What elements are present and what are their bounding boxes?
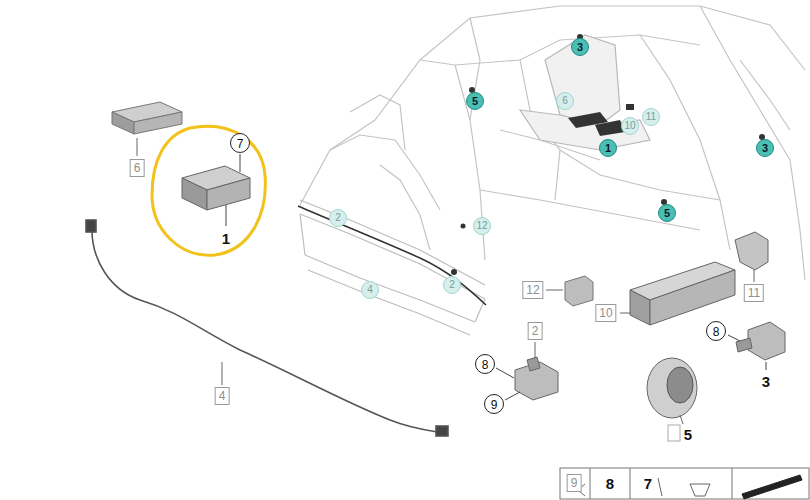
callout-number: 8 [475, 354, 495, 374]
callout-number: 12 [522, 281, 543, 299]
pressure-sensor [728, 322, 785, 370]
highlight-outline [152, 126, 265, 255]
callout-number: 1 [599, 139, 617, 157]
callout-number: 8 [706, 321, 726, 341]
callout-number: 3 [760, 373, 772, 390]
fastener-table [560, 468, 809, 499]
callout-number: 10 [621, 117, 639, 135]
callout-number: 9 [567, 474, 582, 492]
callout-number: 12 [473, 217, 491, 235]
callout-number: 3 [571, 38, 589, 56]
callout-number: 4 [361, 281, 379, 299]
bracket-sensor [735, 232, 768, 282]
callout-number: 4 [215, 387, 230, 405]
callout-number: 2 [329, 209, 347, 227]
callout-number: 2 [528, 322, 543, 340]
callout-number: 9 [484, 394, 504, 414]
callout-number: 6 [556, 92, 574, 110]
impact-sensor [496, 342, 558, 400]
seat [520, 35, 650, 150]
side-sensor-module [620, 262, 735, 325]
callout-number: 5 [658, 204, 676, 222]
sensor-wire [298, 206, 486, 305]
callout-number: 11 [642, 108, 660, 126]
callout-number: 1 [220, 230, 232, 247]
callout-number: 7 [642, 475, 654, 492]
callout-number: 2 [443, 276, 461, 294]
callout-number: 5 [466, 92, 484, 110]
callout-number: 3 [756, 139, 774, 157]
wiring-harness [86, 220, 448, 436]
callout-number: 6 [130, 159, 145, 177]
module [112, 102, 182, 156]
callout-number: 11 [744, 284, 764, 302]
sensor-dots [451, 34, 765, 275]
callout-number: 10 [595, 304, 616, 322]
bumper-beam [300, 200, 485, 335]
bracket [546, 276, 593, 306]
callout-number: 5 [682, 426, 694, 443]
callout-number: 7 [230, 133, 250, 153]
callout-number: 8 [604, 475, 616, 492]
airbag-control-unit [182, 154, 250, 226]
